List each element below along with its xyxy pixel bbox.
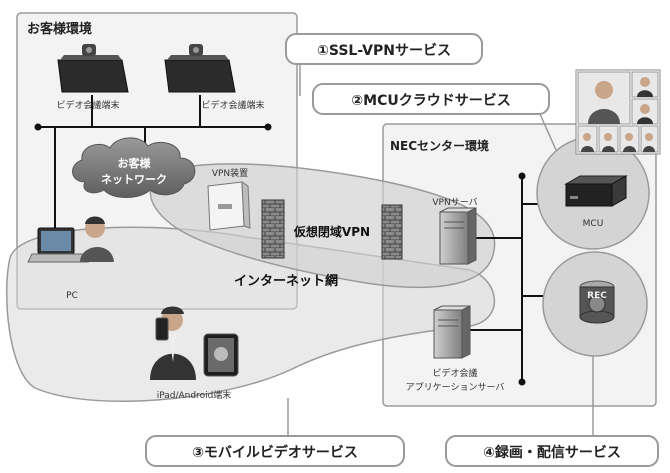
firewall-left-icon (261, 199, 285, 259)
video-app-server-label-1: ビデオ会議 (432, 367, 477, 379)
customer-network-label-2: ネットワーク (101, 173, 167, 186)
ssl-vpn-service-label: ①SSL-VPNサービス (317, 43, 451, 59)
lan-end-right (264, 123, 272, 131)
mcu-device: MCU (564, 175, 628, 229)
customer-network-label-1: お客様 (118, 156, 152, 170)
pc-user: PC (27, 216, 114, 301)
mcu-cloud-service-callout: ②MCUクラウドサービス (312, 83, 550, 115)
video-terminal-1-label: ビデオ会議端末 (56, 99, 119, 111)
mobile-video-service-label: ③モバイルビデオサービス (192, 444, 358, 461)
video-terminal-2: ビデオ会議端末 (164, 44, 265, 111)
mcu-label: MCU (583, 219, 604, 229)
vpn-server: VPNサーバ (432, 197, 478, 265)
nec-bus-end-bottom (518, 378, 526, 386)
lan-end-left (34, 123, 42, 131)
nec-bus-end-top (518, 172, 526, 180)
conference-video-grid (575, 69, 661, 155)
mobile-user: iPad/Android端末 (150, 306, 239, 401)
firewall-right-icon (381, 204, 403, 260)
closed-vpn-label: 仮想閉域VPN (293, 224, 370, 239)
customer-env-title: お客様環境 (27, 21, 92, 37)
internet-label: インターネット網 (234, 273, 338, 289)
customer-network-cloud: お客様 ネットワーク (72, 137, 196, 198)
mobile-video-service-callout: ③モバイルビデオサービス (145, 435, 405, 467)
rec-label: REC (587, 291, 607, 301)
video-terminal-1: ビデオ会議端末 (56, 44, 129, 111)
recording-service-label: ④録画・配信サービス (483, 444, 621, 461)
vpn-server-label: VPNサーバ (432, 197, 477, 208)
vpn-device: VPN装置 (207, 167, 251, 231)
rec-icon: REC (579, 280, 615, 324)
video-app-server-label-2: アプリケーションサーバ (406, 382, 505, 393)
recording-service-callout: ④録画・配信サービス (445, 435, 659, 467)
vpn-device-label: VPN装置 (212, 167, 248, 179)
mcu-cloud-connector (539, 113, 557, 151)
ipad-android-label: iPad/Android端末 (157, 389, 232, 401)
video-app-server: ビデオ会議 アプリケーションサーバ (406, 305, 505, 393)
video-terminal-2-label: ビデオ会議端末 (201, 99, 264, 111)
mcu-cloud-service-label: ②MCUクラウドサービス (351, 93, 510, 109)
pc-label: PC (66, 291, 78, 301)
ssl-vpn-service-callout: ①SSL-VPNサービス (285, 33, 483, 65)
nec-env-title: NECセンター環境 (390, 138, 489, 153)
